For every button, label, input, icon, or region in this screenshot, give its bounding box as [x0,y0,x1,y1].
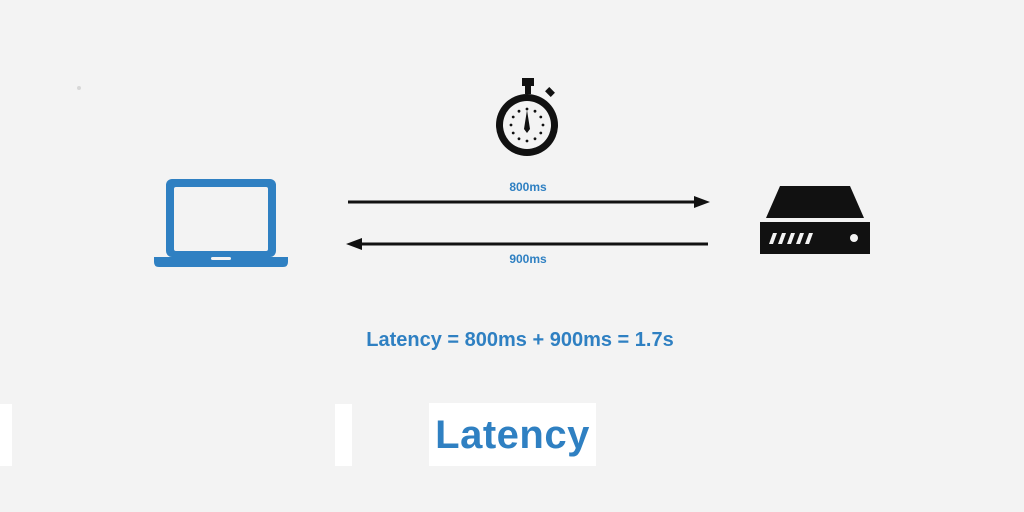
server-icon [758,184,872,256]
arrow-to-laptop [344,236,710,252]
decorative-dot [77,86,81,90]
arrow-to-server [346,194,712,210]
laptop-icon [152,176,290,270]
latency-formula: Latency = 800ms + 900ms = 1.7s [366,329,674,351]
diagram-title: Latency [435,412,590,457]
response-latency-label: 900ms [509,252,547,266]
title-box: Latency [429,403,596,466]
left-white-bar [0,404,12,466]
stopwatch-icon [492,78,564,162]
request-latency-label: 800ms [509,180,547,194]
middle-white-bar [335,404,352,466]
